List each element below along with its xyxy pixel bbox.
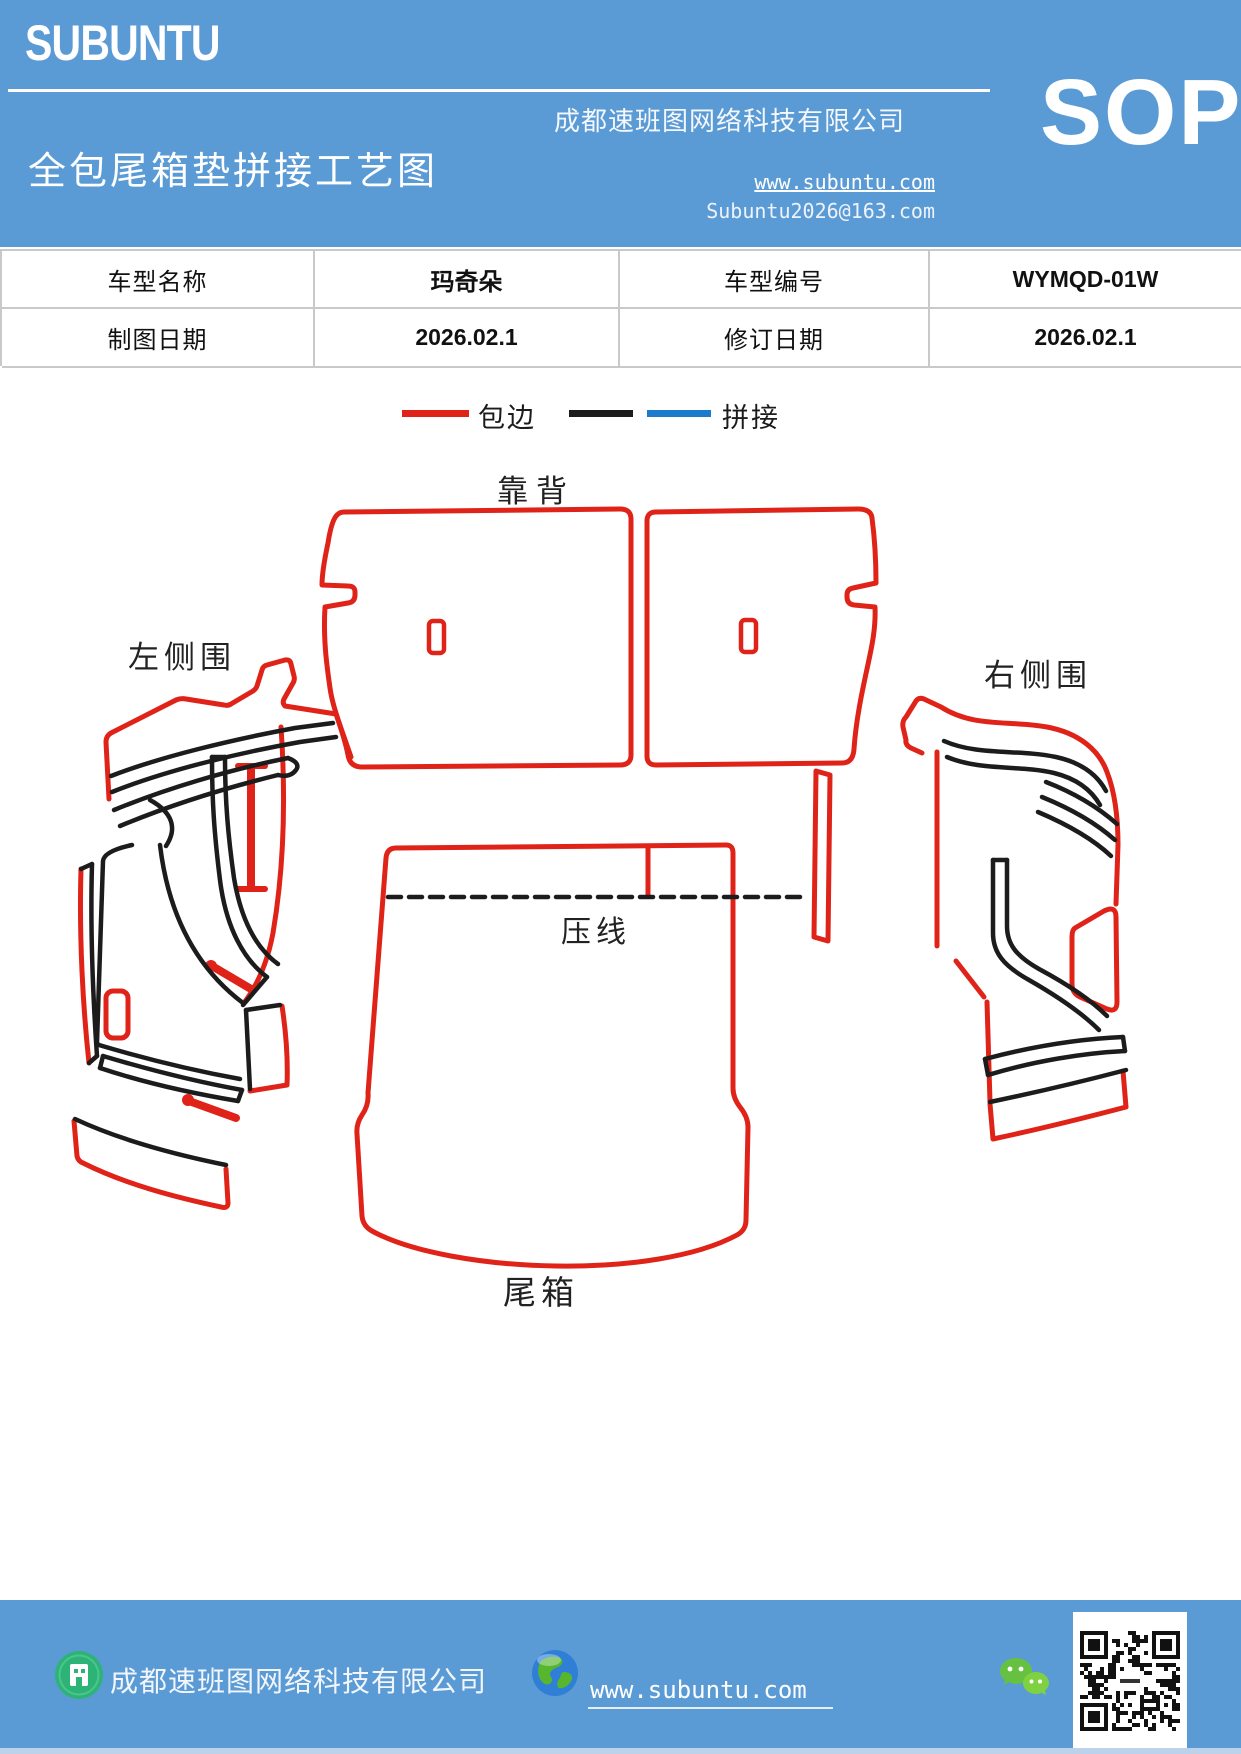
page-title: 全包尾箱垫拼接工艺图 (28, 151, 439, 193)
right-panel-stripe-3 (1035, 809, 1114, 859)
right-panel-stripA-top (982, 1034, 1126, 1062)
label-trunk: 尾箱 (503, 1276, 579, 1312)
vehicle-info-table: 车型名称 玛奇朵 车型编号 WYMQD-01W 制图日期 2026.02.1 修… (0, 249, 1241, 368)
label-right-side: 右侧围 (984, 658, 1092, 693)
globe-icon (532, 1650, 578, 1696)
qr-code (1073, 1612, 1187, 1750)
footer: 成都速班图网络科技有限公司 www.subuntu.com (0, 1600, 1241, 1754)
left-panel-boot-right (222, 754, 281, 967)
backrest-right-slot (738, 617, 759, 655)
left-panel-sweep-outer (157, 842, 246, 1006)
right-panel-stripA-capL (982, 1056, 991, 1078)
right-panel-under-sweep-1 (941, 738, 1109, 794)
header-divider (8, 89, 990, 92)
right-panel-bottom-strip-red (987, 1068, 1129, 1142)
left-panel-wedge-black (243, 1007, 253, 1092)
label-left-side: 左侧围 (128, 640, 236, 675)
left-panel-wedge-red (247, 1003, 290, 1094)
footer-website-link[interactable]: www.subuntu.com (588, 1676, 833, 1709)
backrest-left-outline (319, 506, 634, 770)
left-panel-stripA-bottom (97, 1065, 241, 1104)
left-panel-stripB-top (72, 1116, 229, 1168)
left-panel-rivet-2 (182, 1094, 194, 1106)
left-panel-rivet-line-2 (185, 1097, 240, 1122)
footer-bottom-strip (0, 1748, 1241, 1754)
right-panel-boot-right (1004, 857, 1110, 1019)
left-panel-right-red-edge (241, 724, 287, 1006)
header-email: Subuntu2026@163.com (706, 199, 935, 223)
left-panel-stripe-joint (275, 755, 300, 779)
model-name-label: 车型名称 (2, 251, 315, 309)
left-panel-main-piece (94, 842, 243, 1082)
model-code-value: WYMQD-01W (930, 251, 1241, 309)
legend-splice-label: 拼接 (722, 403, 780, 433)
draw-date-label: 制图日期 (2, 309, 315, 368)
draw-date-value: 2026.02.1 (315, 309, 620, 368)
right-panel-thin-strip (811, 768, 833, 944)
header-company-name: 成都速班图网络科技有限公司 (553, 107, 905, 136)
left-panel-slot (103, 988, 131, 1041)
right-panel-red-vertical (984, 999, 993, 1105)
right-panel-red-diagonal (953, 958, 987, 1000)
left-panel-stripA-capR (235, 1087, 245, 1104)
left-panel-stripe-4 (117, 772, 281, 829)
legend-splice-black-line (569, 410, 633, 417)
revision-date-label: 修订日期 (620, 309, 930, 368)
header-website-link[interactable]: www.subuntu.com (754, 170, 935, 194)
left-panel-top-red (103, 657, 354, 802)
left-panel-stripe-1 (108, 720, 336, 779)
subuntu-logo: SUBUNTU (25, 15, 221, 71)
trunk-outline (354, 842, 751, 1269)
right-panel-stripA-bottom (985, 1048, 1128, 1078)
left-panel-stripA-capL (97, 1053, 106, 1071)
label-backrest: 靠背 (497, 474, 575, 509)
right-panel-under-sweep-2 (944, 754, 1103, 808)
wechat-icon (1000, 1658, 1049, 1695)
left-panel-boot-cut (240, 974, 270, 1008)
legend-edgewrap-label: 包边 (478, 403, 536, 433)
right-panel-stripB-top (987, 1067, 1129, 1105)
left-panel-sliver-cap-bottom (86, 1053, 100, 1066)
right-panel-boot-left (990, 857, 1102, 1033)
backrest-right-outline (644, 506, 879, 768)
model-code-label: 车型编号 (620, 251, 930, 309)
backrest-left-slot (426, 618, 447, 656)
right-panel-stripA-capR (1120, 1034, 1128, 1054)
left-panel-stripe-2 (109, 734, 339, 795)
footer-company-name: 成都速班图网络科技有限公司 (110, 1667, 488, 1698)
left-panel-sliver-red-edge (77, 866, 92, 1066)
header: SUBUNTU 成都速班图网络科技有限公司 SOP 全包尾箱垫拼接工艺图 www… (0, 0, 1241, 247)
revision-date-value: 2026.02.1 (930, 309, 1241, 368)
legend-edgewrap-line (402, 410, 469, 417)
left-panel-bottom-strip-red (71, 1118, 231, 1210)
left-panel-sliver-cap-top (78, 861, 95, 872)
left-panel-stripA-top (100, 1053, 245, 1093)
left-panel-boot-left (209, 754, 270, 980)
sop-badge: SOP (1040, 60, 1241, 164)
left-panel-wedge-cap (243, 1002, 283, 1013)
company-building-icon (55, 1651, 103, 1699)
right-panel-top-red (900, 695, 1121, 907)
right-panel-pocket-outline (1069, 906, 1120, 1013)
left-panel-rivet-line-1 (208, 962, 255, 993)
left-panel-stripe-3 (111, 755, 291, 813)
left-panel-curl (147, 797, 175, 849)
right-panel-stripe-1 (1043, 779, 1120, 827)
right-panel-stripe-2 (1039, 794, 1118, 843)
label-press-line: 压线 (561, 916, 631, 949)
model-name-value: 玛奇朵 (315, 251, 620, 309)
legend-splice-blue-line (647, 410, 711, 417)
